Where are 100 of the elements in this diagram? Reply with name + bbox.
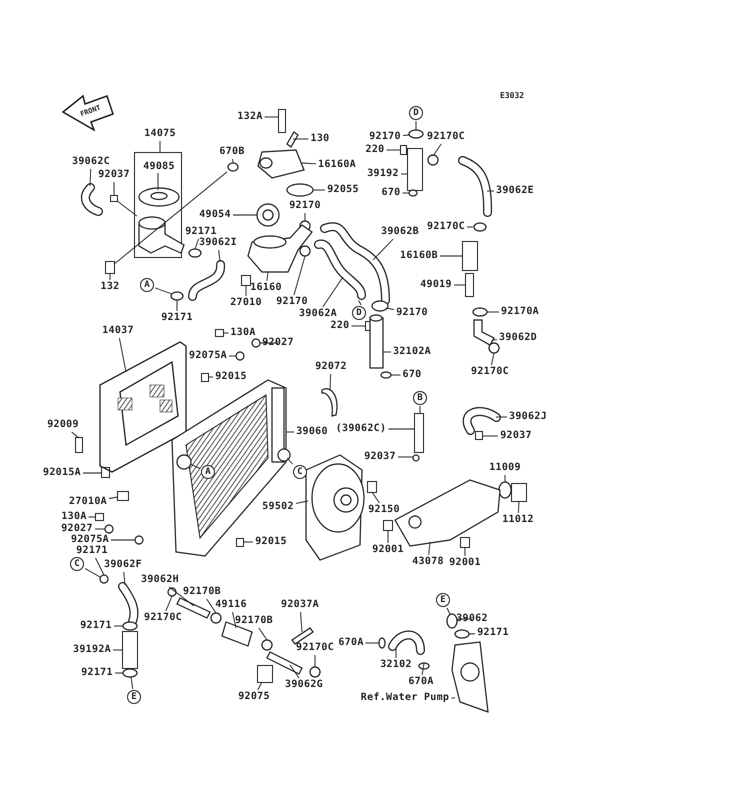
leader-line (118, 338, 126, 372)
water-pump (305, 454, 365, 561)
part-number: 16160B (399, 250, 439, 262)
leader-line (82, 472, 102, 474)
leader-line (108, 496, 118, 499)
part-number: 92170C (295, 642, 335, 654)
leader-line (518, 500, 520, 514)
part-number: 39062H (140, 574, 180, 586)
seal-ring (498, 481, 512, 499)
assembly-bracket (101, 467, 110, 478)
part-number: 59502 (261, 501, 295, 513)
part-number: 16160A (317, 159, 357, 171)
assembly-bracket (400, 145, 407, 155)
leader-line (114, 171, 228, 264)
part-number: 39062 (455, 613, 489, 625)
assembly-bracket (201, 373, 209, 382)
nut (104, 524, 114, 534)
reference-letter: C (70, 557, 84, 571)
o-ring (286, 183, 314, 197)
part-number: 92171 (184, 226, 218, 238)
part-number: 39062I (198, 237, 238, 249)
part-number: 92170A (500, 306, 540, 318)
part-number: 32102 (379, 659, 413, 671)
leader-line (504, 474, 506, 482)
leader-line (90, 168, 92, 186)
assembly-bracket (367, 481, 377, 493)
leader-line (222, 332, 229, 334)
fan-shroud (99, 341, 187, 473)
leader-line (232, 214, 258, 216)
part-number: 49054 (198, 209, 232, 221)
assembly-bracket (215, 329, 224, 337)
part-number: 39062B (380, 226, 420, 238)
assembly-bracket (383, 520, 393, 531)
part-number: 92055 (326, 184, 360, 196)
part-number: 39062G (284, 679, 324, 691)
leader-line (402, 134, 410, 136)
assembly-bracket (122, 631, 138, 669)
pipe (266, 651, 303, 675)
leader-line (290, 664, 300, 678)
part-number: 92170C (470, 366, 510, 378)
hose-clamp (371, 300, 389, 312)
hose-clamp (472, 307, 488, 317)
leader-line (71, 432, 80, 438)
radiator-cap (138, 187, 180, 207)
leader-line (260, 342, 278, 344)
leader-line (456, 618, 472, 620)
assembly-bracket (407, 148, 423, 191)
bolt (286, 131, 299, 148)
reference-letter: C (293, 465, 307, 479)
leader-line (190, 464, 200, 469)
part-number: 220 (330, 320, 350, 332)
part-number: 92015 (214, 371, 248, 383)
hose-clamp (473, 222, 487, 232)
assembly-bracket (134, 152, 182, 258)
hose-clamp (210, 612, 222, 624)
part-number: 92171 (80, 667, 114, 679)
hose-clamp (261, 639, 273, 651)
hose-clamp (188, 248, 202, 258)
hose-clamp (122, 621, 138, 631)
part-number: 670 (380, 187, 402, 199)
grommet (134, 535, 144, 545)
part-number: 92170C (426, 221, 466, 233)
leader-line (464, 546, 466, 556)
part-number: 132A (236, 111, 264, 123)
part-number: 16160 (249, 282, 283, 294)
leader-line (468, 633, 476, 634)
part-number: 49085 (142, 161, 176, 173)
part-number: 130 (310, 133, 330, 145)
o-ring (408, 189, 418, 197)
leader-line (286, 458, 294, 464)
leader-line (330, 374, 332, 390)
leader-line (296, 500, 308, 504)
part-number: 670 (402, 369, 422, 381)
assembly-bracket (110, 195, 118, 202)
part-number: 92001 (448, 557, 482, 569)
part-number: 92170 (395, 307, 429, 319)
assembly-bracket (75, 437, 83, 453)
filler-neck (138, 216, 185, 254)
leader-line (218, 250, 220, 262)
thermostat-housing (247, 224, 313, 273)
leader-line (302, 162, 316, 164)
leader-line (492, 339, 498, 340)
part-number: 27010A (68, 496, 108, 508)
hose-clamp (167, 587, 177, 597)
assembly-bracket (236, 538, 244, 547)
leader-line (300, 612, 302, 632)
part-number: 11012 (501, 514, 535, 526)
hose-clamp (299, 245, 311, 257)
leader-line (168, 586, 194, 606)
part-number: 92170B (234, 615, 274, 627)
part-number: 92075A (188, 350, 228, 362)
part-number: (39062C) (334, 423, 388, 435)
part-number: 92037A (280, 599, 320, 611)
reference-letter: B (413, 391, 427, 405)
leader-line (257, 682, 262, 690)
hose (473, 319, 495, 346)
leader-line (94, 528, 106, 530)
leader-line (432, 144, 442, 156)
reference-letter: D (409, 106, 423, 120)
part-number: 92027 (60, 523, 94, 535)
